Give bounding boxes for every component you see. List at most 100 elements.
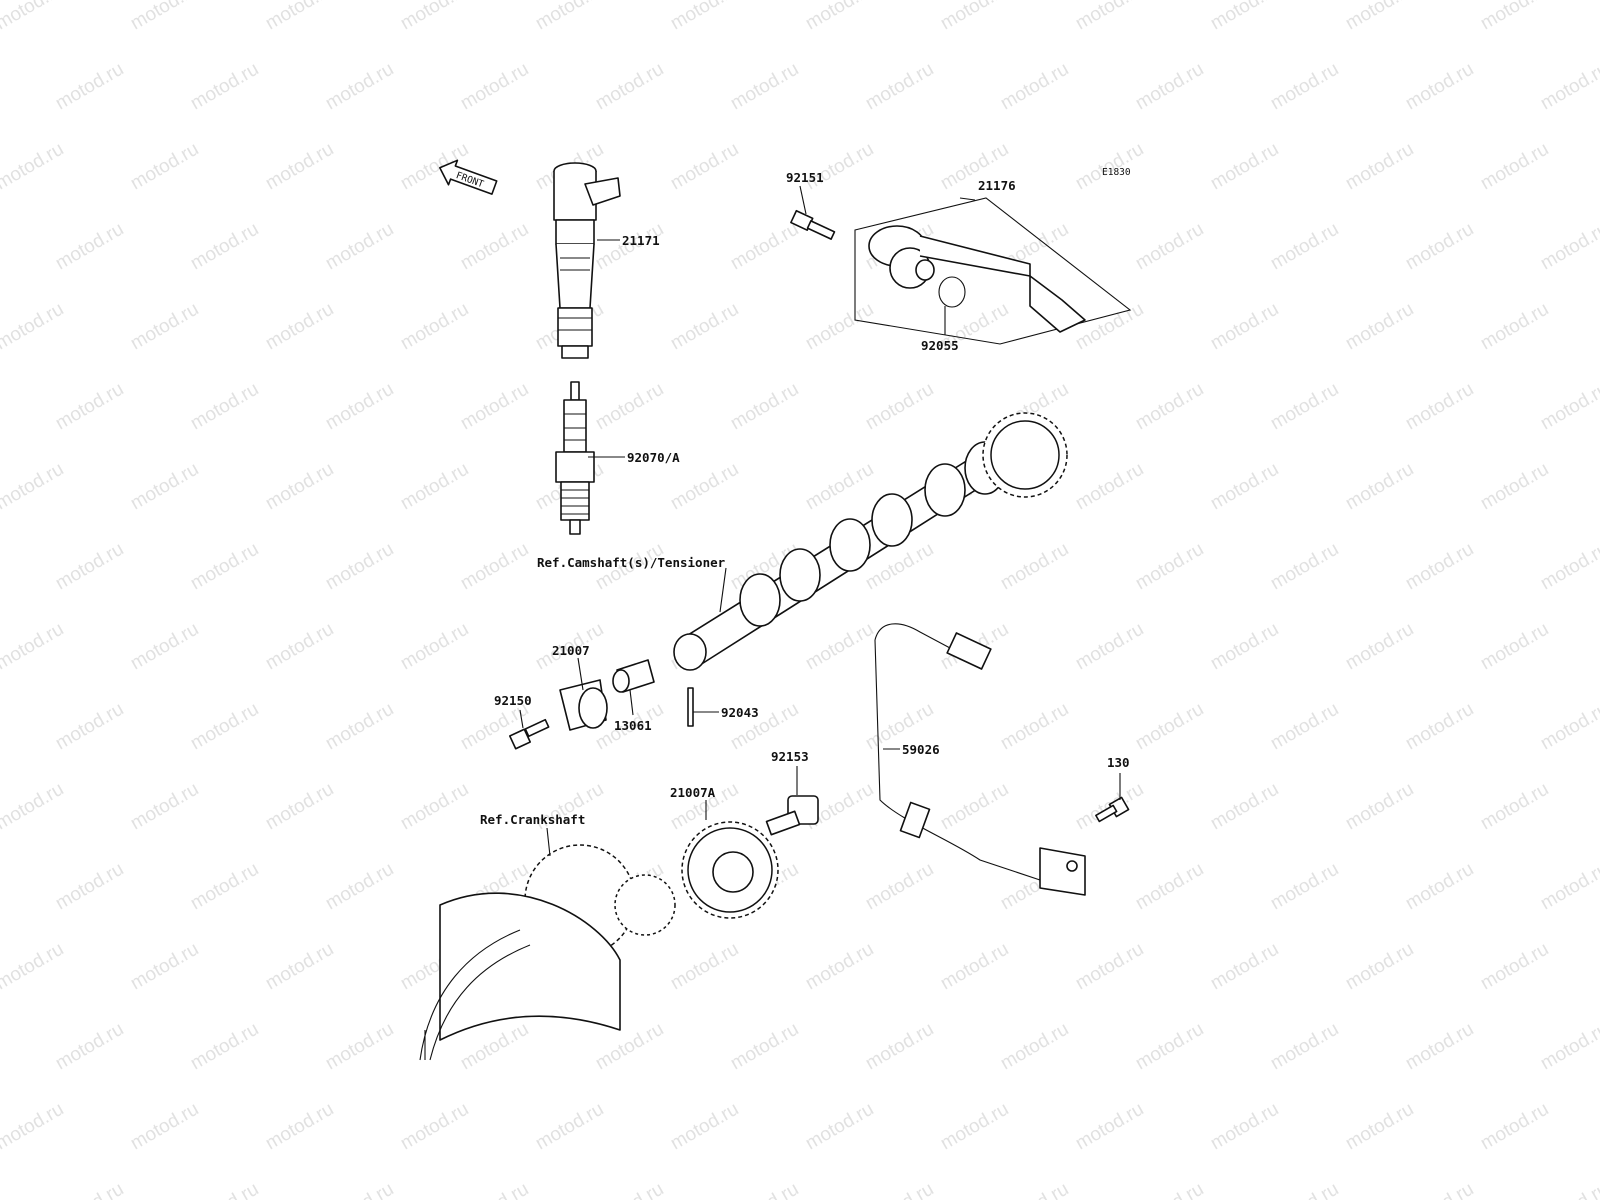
watermark-text: motod.ru [397, 0, 472, 34]
watermark-text: motod.ru [802, 299, 877, 355]
watermark-text: motod.ru [1132, 59, 1207, 115]
watermark-text: motod.ru [262, 459, 337, 515]
watermark-text: motod.ru [997, 1019, 1072, 1075]
watermark-text: motod.ru [727, 219, 802, 275]
leader-lines [519, 185, 1121, 857]
label-92150: 92150 [494, 693, 532, 708]
watermark-text: motod.ru [532, 1099, 607, 1155]
watermark-text: motod.ru [187, 1019, 262, 1075]
watermark-text: motod.ru [1402, 379, 1477, 435]
label-21007A: 21007A [670, 785, 716, 800]
watermark-text: motod.ru [1072, 299, 1147, 355]
watermark-text: motod.ru [262, 939, 337, 995]
ignition-coil[interactable] [553, 162, 621, 359]
watermark-text: motod.ru [397, 1099, 472, 1155]
bolt-130[interactable] [1095, 796, 1130, 823]
watermark-text: motod.ru [1477, 1099, 1552, 1155]
label-92070A: 92070/A [627, 450, 680, 465]
watermark-text: motod.ru [0, 299, 67, 355]
watermark-text: motod.ru [457, 379, 532, 435]
watermark-text: motod.ru [127, 299, 202, 355]
watermark-text: motod.ru [187, 859, 262, 915]
watermark-text: motod.ru [187, 379, 262, 435]
watermark-text: motod.ru [1072, 939, 1147, 995]
diagram-code: E1830 [1102, 167, 1131, 178]
watermark-text: motod.ru [802, 139, 877, 195]
watermark-text: motod.ru [667, 1099, 742, 1155]
watermark-text: motod.ru [1132, 859, 1207, 915]
watermark-text: motod.ru [0, 939, 67, 995]
watermark-text: motod.ru [1267, 219, 1342, 275]
watermark-text: motod.ru [1402, 699, 1477, 755]
crankshaft [419, 844, 676, 1061]
watermark-text: motod.ru [127, 1099, 202, 1155]
watermark-text: motod.ru [457, 1179, 532, 1200]
watermark-text: motod.ru [1132, 219, 1207, 275]
camshaft [673, 412, 1068, 671]
watermark-text: motod.ru [1267, 59, 1342, 115]
label-59026: 59026 [902, 742, 940, 757]
front-arrow-icon [439, 159, 498, 195]
watermark-text: motod.ru [187, 699, 262, 755]
label-92055: 92055 [921, 338, 959, 353]
watermark-text: motod.ru [667, 939, 742, 995]
watermark-text: motod.ru [187, 59, 262, 115]
watermark-text: motod.ru [1207, 0, 1282, 34]
watermark-text: motod.ru [937, 0, 1012, 34]
watermark-text: motod.ru [1537, 59, 1600, 115]
watermark-text: motod.ru [1342, 939, 1417, 995]
watermark-text: motod.ru [457, 59, 532, 115]
watermark-text: motod.ru [937, 779, 1012, 835]
bolt-92150[interactable] [508, 718, 550, 750]
watermark-text: motod.ru [1132, 379, 1207, 435]
label-92153: 92153 [771, 749, 809, 764]
watermark-text: motod.ru [1342, 0, 1417, 34]
watermark-text: motod.ru [1537, 699, 1600, 755]
watermark-text: motod.ru [457, 539, 532, 595]
sleeve[interactable] [612, 659, 655, 693]
watermark-text: motod.ru [52, 1179, 127, 1200]
watermark-text: motod.ru [457, 219, 532, 275]
watermark-text: motod.ru [1477, 299, 1552, 355]
watermark-text: motod.ru [322, 379, 397, 435]
watermark-text: motod.ru [862, 59, 937, 115]
watermark-text: motod.ru [1072, 0, 1147, 34]
watermark-text: motod.ru [322, 539, 397, 595]
label-130: 130 [1107, 755, 1130, 770]
watermark-text: motod.ru [52, 1019, 127, 1075]
cam-sensor-group[interactable] [854, 197, 1132, 345]
crank-sensor[interactable] [874, 623, 1086, 896]
bolt-92153[interactable] [765, 795, 819, 836]
crank-rotor[interactable] [681, 821, 779, 919]
watermark-text: motod.ru [667, 139, 742, 195]
watermark-text: motod.ru [0, 0, 67, 34]
watermark-text: motod.ru [127, 939, 202, 995]
watermark-text: motod.ru [592, 1179, 667, 1200]
watermark-text: motod.ru [667, 459, 742, 515]
watermark-text: motod.ru [1072, 459, 1147, 515]
spark-plug[interactable] [555, 381, 595, 535]
watermark-text: motod.ru [1402, 1019, 1477, 1075]
watermark-text: motod.ru [1402, 59, 1477, 115]
watermark-text: motod.ru [52, 219, 127, 275]
watermark-text: motod.ru [1132, 1179, 1207, 1200]
watermark-text: motod.ru [1537, 539, 1600, 595]
watermark-text: motod.ru [937, 939, 1012, 995]
bolt-92151[interactable] [790, 209, 836, 240]
watermark-text: motod.ru [262, 619, 337, 675]
watermark-text: motod.ru [1267, 1019, 1342, 1075]
watermark-text: motod.ru [322, 859, 397, 915]
watermark-text: motod.ru [0, 139, 67, 195]
watermark-text: motod.ru [1477, 779, 1552, 835]
label-13061: 13061 [614, 718, 652, 733]
watermark-text: motod.ru [1132, 539, 1207, 595]
pin[interactable] [687, 687, 694, 727]
watermark-text: motod.ru [1072, 619, 1147, 675]
watermark-text: motod.ru [0, 1099, 67, 1155]
watermark-text: motod.ru [1267, 1179, 1342, 1200]
watermark-text: motod.ru [532, 0, 607, 34]
watermark-text: motod.ru [322, 1179, 397, 1200]
timing-rotor[interactable] [559, 679, 608, 731]
watermark-text: motod.ru [1477, 619, 1552, 675]
watermark-text: motod.ru [1342, 139, 1417, 195]
